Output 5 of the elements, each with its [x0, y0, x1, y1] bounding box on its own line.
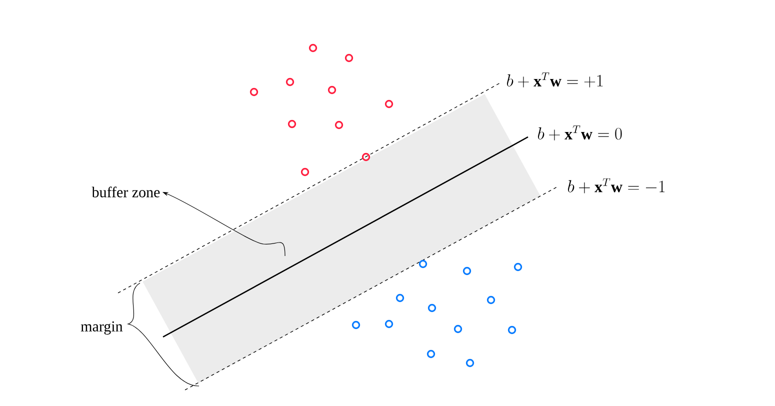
equation-label: $b+\mathbf{x}^T\mathbf{w}=-1$ [568, 178, 665, 194]
equation-label: $b+\mathbf{x}^T\mathbf{w}=0$ [538, 126, 622, 140]
equation-label: $b+\mathbf{x}^T\mathbf{w}=+1$ [507, 72, 603, 88]
annotation-text: buffer zone [92, 186, 160, 198]
margin-label: margin [80, 321, 123, 335]
